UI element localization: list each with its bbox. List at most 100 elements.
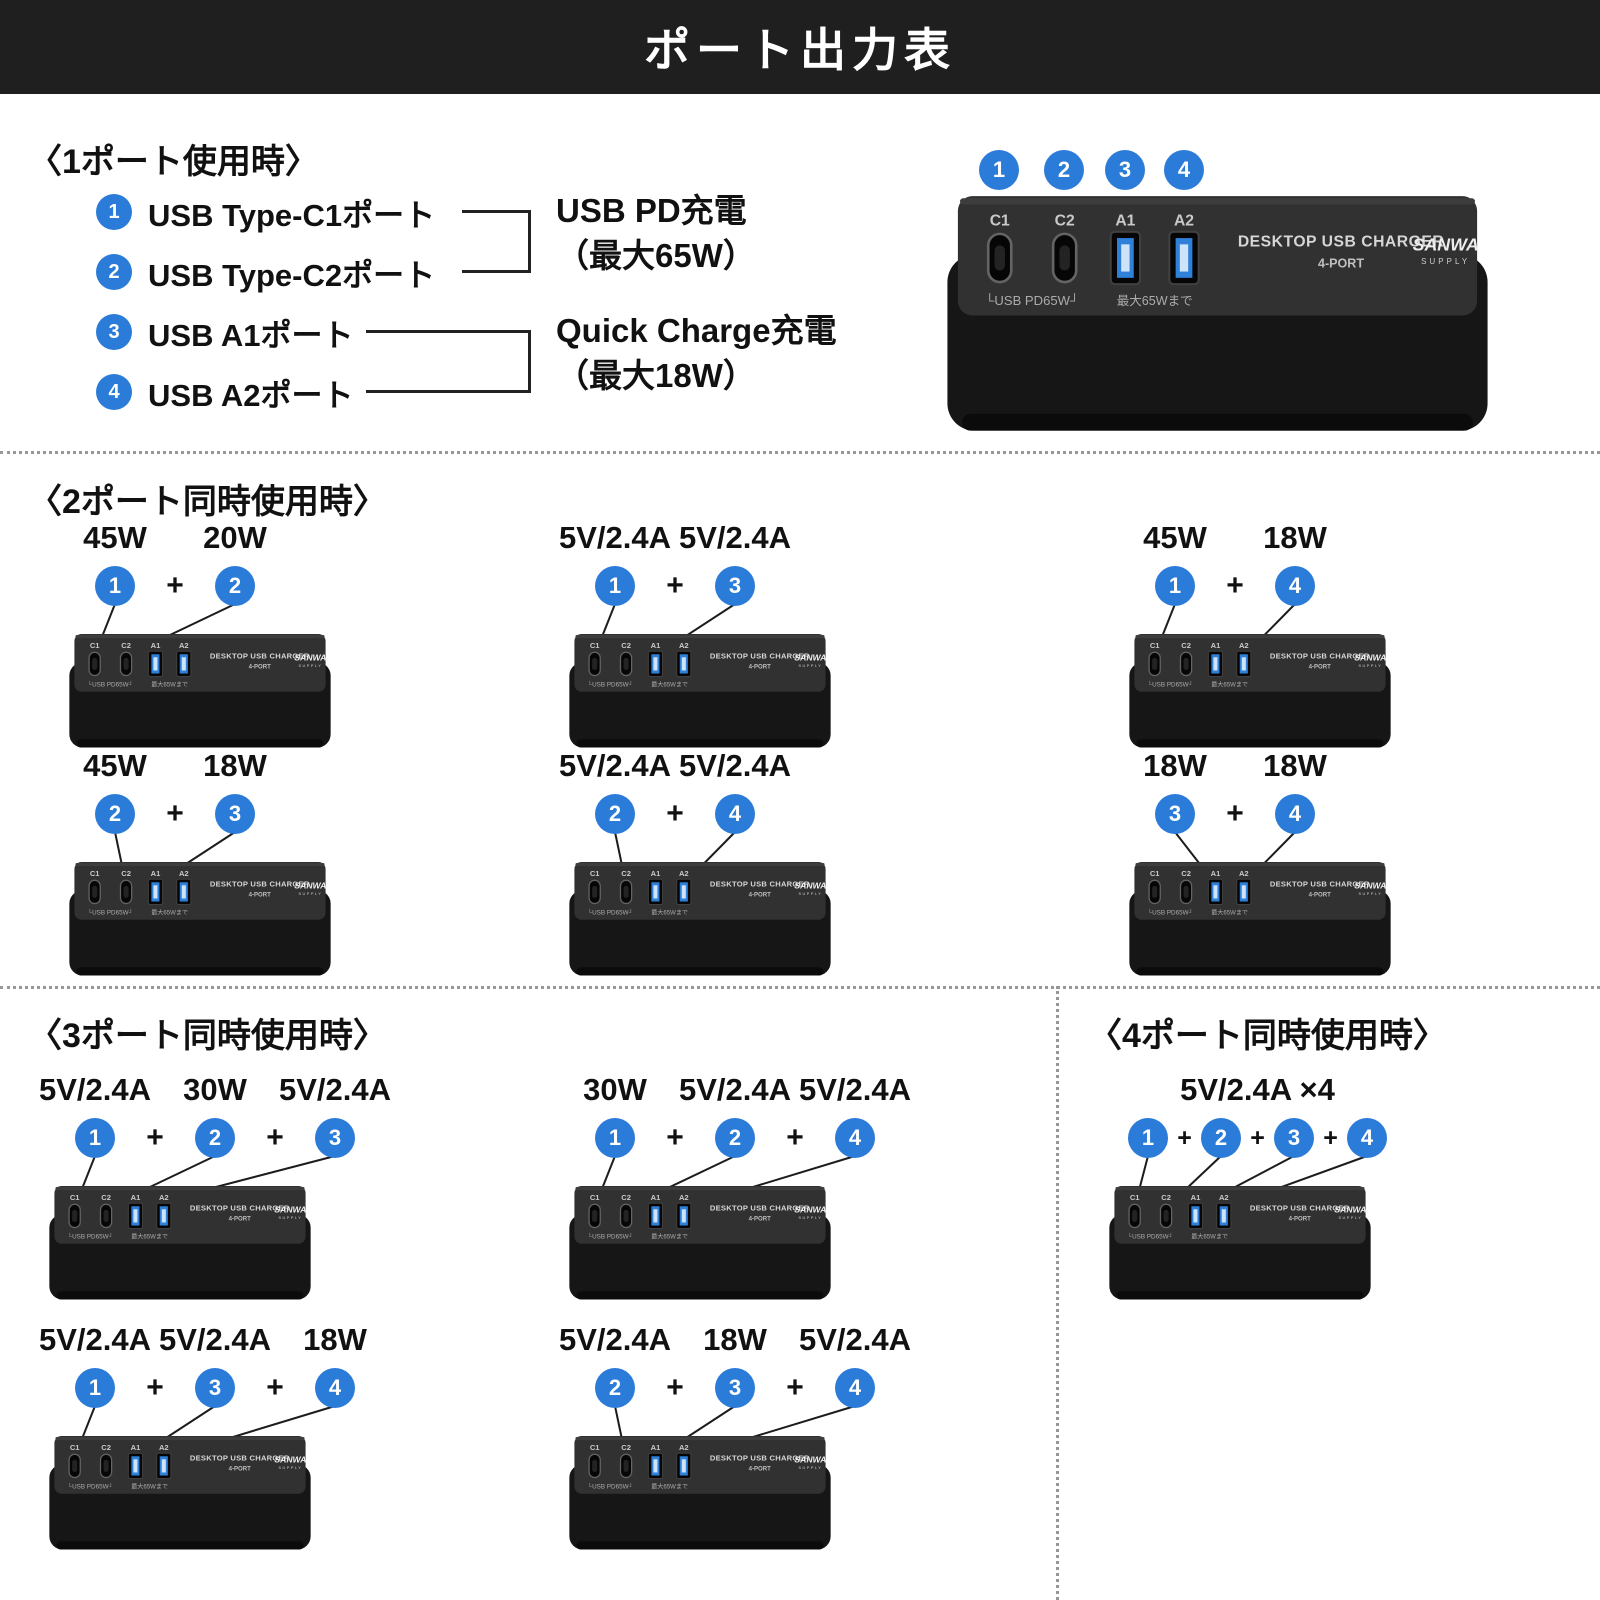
device-photo (945, 192, 1490, 438)
output-label: 5V/2.4A (38, 1322, 152, 1357)
section-heading-two-ports: 〈2ポート同時使用時〉 (28, 483, 387, 521)
port-number-badge: 2 (215, 566, 255, 606)
output-label: 5V/2.4A (158, 1322, 272, 1357)
output-label: 5V/2.4A (798, 1072, 912, 1107)
section-heading-three-ports: 〈3ポート同時使用時〉 (28, 1017, 387, 1055)
port-list-item: 3 USB A1ポート (96, 312, 354, 353)
device-callout-badge: 2 (1044, 150, 1084, 190)
port-number-badge: 4 (1275, 566, 1315, 606)
plus-sign: + (666, 1371, 684, 1404)
connector-line-c2 (462, 270, 528, 273)
plus-sign: + (666, 569, 684, 602)
plus-sign: + (1226, 569, 1244, 602)
port-number-badge: 3 (195, 1368, 235, 1408)
connector-bracket-qc (528, 330, 531, 393)
output-label: 18W (1143, 748, 1207, 783)
port-number-badge: 4 (1347, 1118, 1387, 1158)
output-label: 18W (1263, 748, 1327, 783)
device-callout-badge: 1 (979, 150, 1019, 190)
output-label: 5V/2.4A (278, 1072, 392, 1107)
port-number-badge: 4 (715, 794, 755, 834)
port-label: USB Type-C1ポート (148, 197, 436, 233)
plus-sign: + (266, 1371, 284, 1404)
output-label: 18W (1263, 520, 1327, 555)
charger-image (48, 1434, 312, 1553)
plus-sign: + (1250, 1124, 1265, 1152)
port-number-badge: 1 (96, 194, 132, 230)
section-divider-top (0, 451, 1600, 454)
charger-image (68, 632, 332, 751)
port-number-badge: 4 (96, 374, 132, 410)
plus-sign: + (1226, 797, 1244, 830)
port-label: USB A2ポート (148, 377, 354, 413)
port-number-badge: 1 (1155, 566, 1195, 606)
page-title: ポート出力表 (644, 24, 956, 76)
output-label: 30W (583, 1072, 647, 1107)
port-number-badge: 4 (835, 1368, 875, 1408)
port-number-badge: 2 (96, 254, 132, 290)
qc-note-line2: （最大18W） (556, 357, 756, 394)
port-number-badge: 3 (1274, 1118, 1314, 1158)
port-number-badge: 4 (835, 1118, 875, 1158)
port-number-badge: 1 (595, 566, 635, 606)
charger-image (1108, 1184, 1372, 1303)
plus-sign: + (146, 1121, 164, 1154)
output-label: 45W (83, 520, 147, 555)
combo-section-two-ports-2: 45W 18W 1 +4 (1120, 520, 1580, 760)
connector-line-a2 (366, 390, 528, 393)
output-label: 45W (1143, 520, 1207, 555)
output-label: 5V/2.4A (678, 1072, 792, 1107)
pd-note-line1: USB PD充電 (556, 192, 747, 229)
output-label: 5V/2.4A (558, 1322, 672, 1357)
output-label: 5V/2.4A (798, 1322, 912, 1357)
port-number-badge: 3 (1155, 794, 1195, 834)
plus-sign: + (166, 569, 184, 602)
output-label: 5V/2.4A ×4 (1180, 1072, 1335, 1107)
qc-note-line1: Quick Charge充電 (556, 312, 837, 349)
plus-sign: + (666, 1121, 684, 1154)
output-label: 45W (83, 748, 147, 783)
port-number-badge: 3 (215, 794, 255, 834)
port-number-badge: 3 (96, 314, 132, 350)
charger-image (1128, 860, 1392, 979)
plus-sign: + (786, 1371, 804, 1404)
section-heading-one-port: 〈1ポート使用時〉 (28, 143, 319, 181)
port-number-badge: 2 (595, 794, 635, 834)
charger-image (568, 632, 832, 751)
port-number-badge: 3 (315, 1118, 355, 1158)
output-label: 5V/2.4A (38, 1072, 152, 1107)
port-number-badge: 1 (595, 1118, 635, 1158)
combo-section-two-ports-5: 18W 18W 3 +4 (1120, 748, 1580, 988)
plus-sign: + (1177, 1124, 1192, 1152)
output-label: 20W (203, 520, 267, 555)
plus-sign: + (666, 797, 684, 830)
device-callout-badge: 3 (1105, 150, 1145, 190)
charger-image (48, 1184, 312, 1303)
header-bar: ポート出力表 (0, 0, 1600, 94)
section-heading-four-ports: 〈4ポート同時使用時〉 (1088, 1017, 1447, 1055)
output-label: 5V/2.4A (678, 748, 792, 783)
plus-sign: + (146, 1371, 164, 1404)
port-number-badge: 1 (1128, 1118, 1168, 1158)
port-number-badge: 2 (595, 1368, 635, 1408)
port-number-badge: 2 (95, 794, 135, 834)
connector-line-c1 (462, 210, 528, 213)
port-number-badge: 4 (1275, 794, 1315, 834)
section-divider-middle (0, 986, 1600, 989)
port-number-badge: 3 (715, 1368, 755, 1408)
output-label: 5V/2.4A (558, 520, 672, 555)
port-number-badge: 4 (315, 1368, 355, 1408)
charger-image (1128, 632, 1392, 751)
plus-sign: + (266, 1121, 284, 1154)
device-callout-badge: 4 (1164, 150, 1204, 190)
output-label: 18W (303, 1322, 367, 1357)
port-label: USB A1ポート (148, 317, 354, 353)
charger-image (568, 1434, 832, 1553)
output-label: 30W (183, 1072, 247, 1107)
